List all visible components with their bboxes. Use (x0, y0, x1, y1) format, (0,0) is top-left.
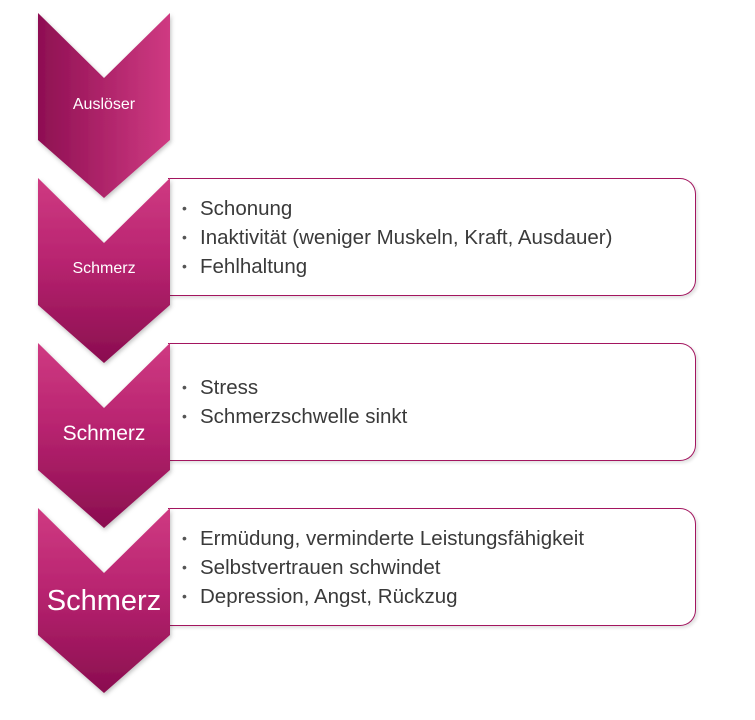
step-4-list: • Ermüdung, verminderte Leistungsfähigkei… (182, 524, 584, 611)
step-2-list: • Schonung • Inaktivität (weniger Muskeln,… (182, 194, 612, 281)
item-text: Stress (200, 376, 259, 399)
chevron-step-4 (38, 508, 170, 693)
chevron-step-1 (38, 13, 170, 198)
step-4-content-box: • Ermüdung, verminderte Leistungsfähigkei… (168, 508, 696, 626)
bullet-icon: • (182, 530, 187, 546)
step-3-list: • Stress • Schmerzschwelle sinkt (182, 373, 407, 431)
chevron-step-2 (38, 178, 170, 363)
list-item: • Inaktivität (weniger Muskeln, Kraft, Au… (182, 223, 612, 252)
bullet-icon: • (182, 379, 187, 395)
bullet-icon: • (182, 408, 187, 424)
list-item: • Ermüdung, verminderte Leistungsfähigkei… (182, 524, 584, 553)
item-text: Fehlhaltung (200, 255, 308, 278)
list-item: • Schmerzschwelle sinkt (182, 402, 407, 431)
step-3-label: Schmerz (62, 422, 146, 445)
step-2-content-box: • Schonung • Inaktivität (weniger Muskeln,… (168, 178, 696, 296)
list-item: • Selbstvertrauen schwindet (182, 553, 584, 582)
list-item: • Fehlhaltung (182, 252, 612, 281)
list-item: • Stress (182, 373, 407, 402)
bullet-icon: • (182, 559, 187, 575)
item-text: Inaktivität (weniger Muskeln, Kraft, Aus… (200, 226, 613, 249)
chevron-step-3 (38, 343, 170, 528)
step-1-label: Auslöser (72, 96, 136, 113)
step-2-label: Schmerz (72, 260, 136, 277)
list-item: • Schonung (182, 194, 612, 223)
list-item: • Depression, Angst, Rückzug (182, 582, 584, 611)
bullet-icon: • (182, 200, 187, 216)
item-text: Schmerzschwelle sinkt (200, 405, 408, 428)
bullet-icon: • (182, 229, 187, 245)
bullet-icon: • (182, 588, 187, 604)
step-3-content-box: • Stress • Schmerzschwelle sinkt (168, 343, 696, 461)
item-text: Ermüdung, verminderte Leistungsfähigkeit (200, 527, 585, 550)
bullet-icon: • (182, 258, 187, 274)
item-text: Depression, Angst, Rückzug (200, 585, 458, 608)
item-text: Schonung (200, 197, 293, 220)
item-text: Selbstvertrauen schwindet (200, 556, 441, 579)
step-4-label: Schmerz (46, 585, 162, 617)
